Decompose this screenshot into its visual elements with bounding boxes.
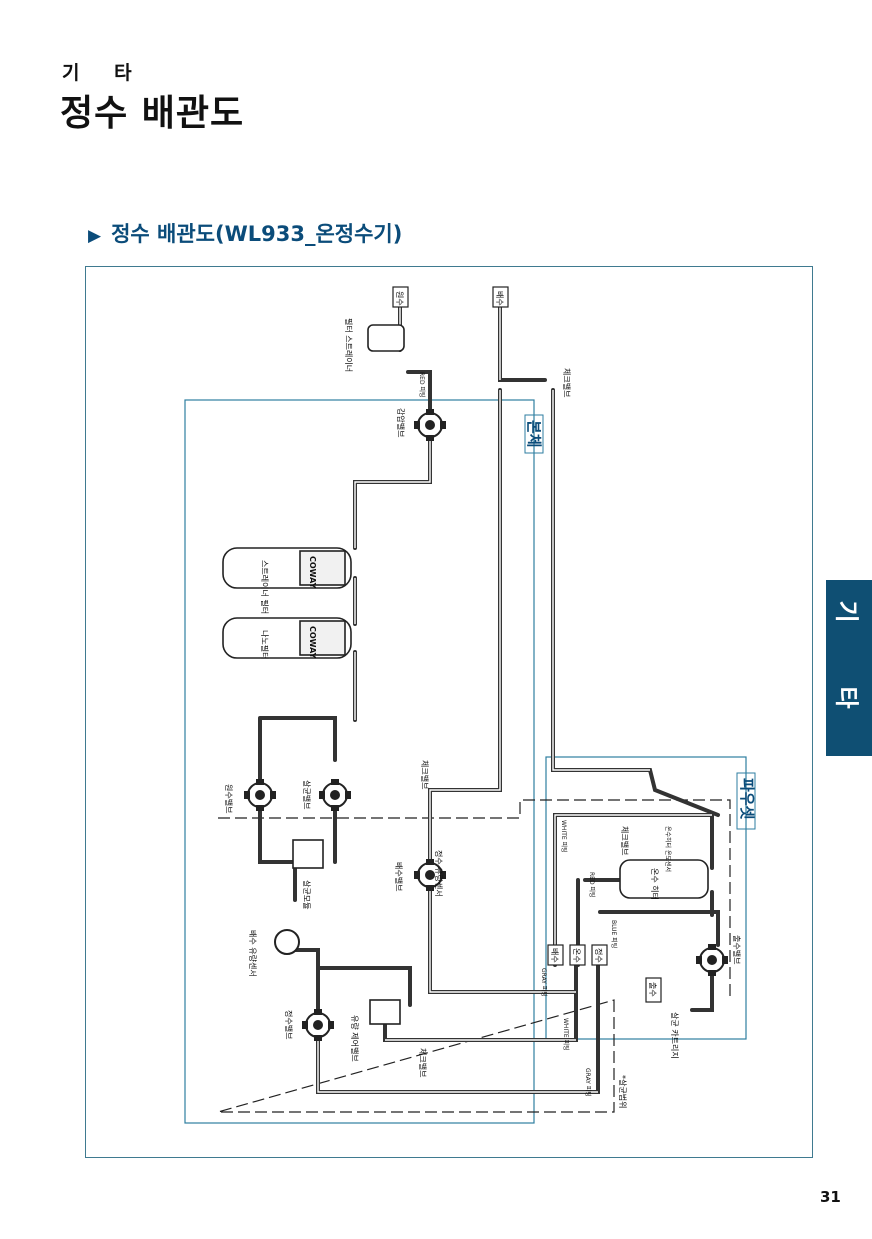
label-sterilize-cartridge: 살균 카트리지 (670, 1012, 679, 1059)
port-label-dispense: 출수 (648, 982, 658, 997)
filter-strainer (367, 324, 405, 352)
label-sterilizer-module: 살균모듈 (302, 880, 311, 909)
section-heading-text: 정수 배관도(WL933_온정수기) (111, 222, 403, 246)
fitting-label-blue: BLUE 피팅 (610, 920, 618, 948)
filter-brand-b: COWAY (308, 626, 317, 659)
faucet-zone-box (545, 756, 747, 1040)
filter-post-label: 나노필터 (260, 630, 270, 659)
side-tab-char-2: 타 (832, 686, 861, 709)
side-tab: 기 타 (826, 580, 872, 756)
fitting-label-white: WHITE 피팅 (560, 820, 568, 853)
label-flow-control-valve: 유량 제어밸브 (350, 1015, 360, 1062)
flow-sensor-drain-body (274, 929, 300, 955)
label-drain-valve: 배수밸브 (394, 862, 404, 891)
port-label-hot-water: 온수 (572, 948, 581, 963)
filter-post (222, 617, 352, 659)
port-label-drain-small: 배수 (550, 948, 559, 963)
fitting-label-gray-2: GRAY 피팅 (584, 1068, 592, 1097)
port-label-raw-water: 원수 (395, 291, 404, 306)
label-reducing-valve: 감압밸브 (396, 408, 406, 437)
fitting-label-red-2: RED 피팅 (588, 872, 596, 898)
fitting-label-red: RED 피팅 (418, 372, 426, 398)
page-title: 정수 배관도 (60, 93, 245, 134)
label-purify-valve: 정수밸브 (284, 1010, 294, 1039)
filter-pre (222, 547, 352, 589)
label-hot-heater: 온수 히터 (650, 868, 660, 900)
label-sterilize-valve: 살균밸브 (302, 780, 312, 809)
sterilizer-module (292, 839, 324, 869)
zone-label-body: 본체 (525, 420, 543, 448)
section-heading: ▶ 정수 배관도(WL933_온정수기) (88, 218, 402, 248)
label-check-valve-top: 체크밸브 (562, 368, 572, 397)
label-check-valve-faucet: 체크밸브 (620, 826, 630, 855)
filter-pre-label: 스트레이너 필터 (260, 560, 270, 614)
triangle-marker-icon: ▶ (88, 226, 102, 246)
flow-control-valve-body (369, 999, 401, 1025)
fitting-label-gray: GRAY 피팅 (540, 968, 548, 997)
side-tab-char-1: 기 (832, 600, 861, 623)
diagram-frame (85, 266, 813, 1158)
sterilize-range-box (217, 799, 731, 1113)
zone-label-faucet: 파우셋 (738, 778, 756, 820)
label-raw-valve: 원수밸브 (224, 784, 234, 813)
label-flow-sensor-purify: 정수 유량센서 (434, 850, 444, 897)
page-number: 31 (820, 1188, 841, 1206)
port-label-purified-water: 정수 (594, 948, 604, 963)
category-label: 기 타 (62, 62, 146, 84)
hot-heater-tank (619, 859, 709, 899)
label-outlet-valve: 출수밸브 (732, 935, 742, 964)
label-flow-sensor-drain: 배수 유량센서 (248, 930, 258, 977)
label-check-valve-mid: 체크밸브 (420, 760, 430, 789)
body-zone-box (184, 399, 535, 1124)
fitting-label-white-2: WHITE 피팅 (562, 1018, 570, 1051)
port-label-drain: 배수 (495, 291, 504, 306)
filter-brand-a: COWAY (308, 556, 317, 589)
label-sterilize-range: *살균범위 (618, 1075, 628, 1108)
label-strainer: 필터 스트레이너 (344, 318, 354, 372)
label-hot-heater-sensor: 온수히터 온도센서 (664, 826, 672, 872)
label-check-valve-bottom: 체크밸브 (418, 1048, 428, 1077)
